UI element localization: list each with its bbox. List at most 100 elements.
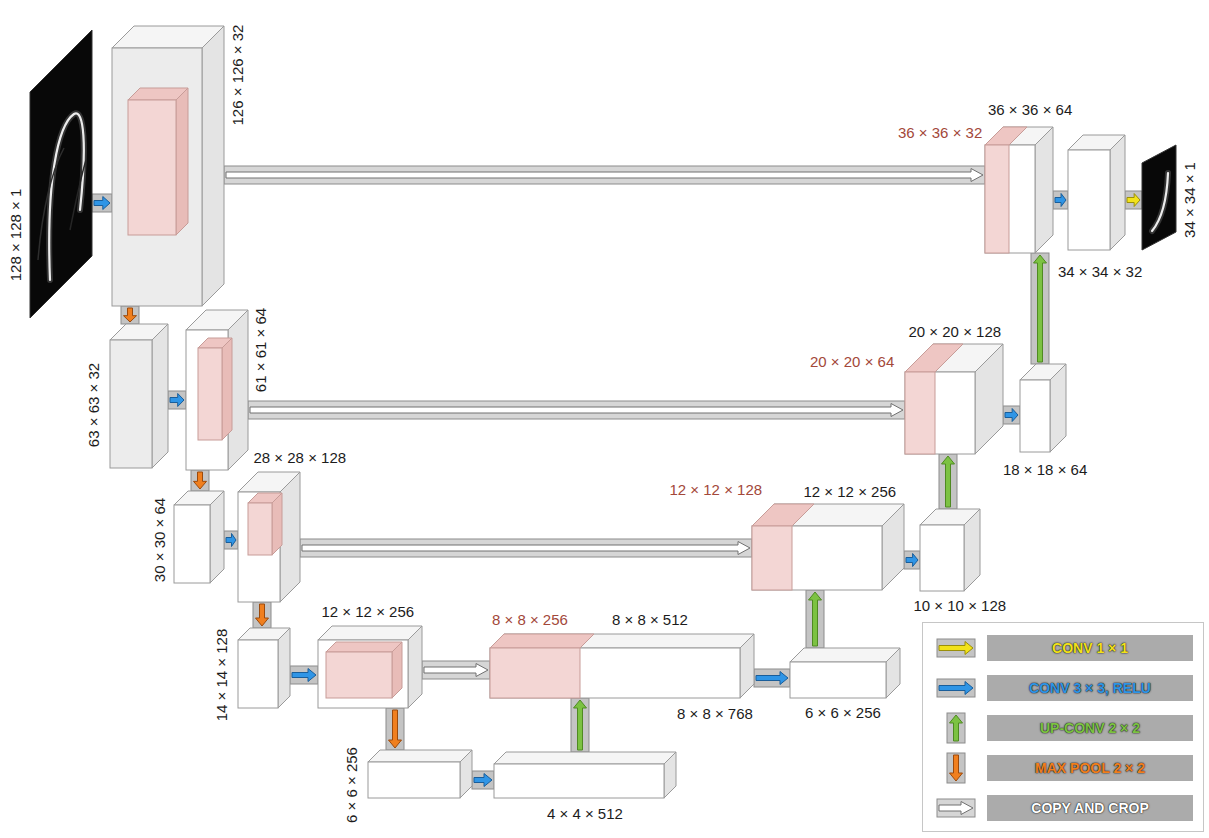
crop-side — [176, 88, 188, 235]
feature-map: 10 × 10 × 128 — [920, 509, 980, 591]
node-shape — [1068, 135, 1125, 250]
block-front — [368, 762, 460, 798]
maxpool-arrow-head — [194, 472, 207, 489]
block-front — [985, 145, 1035, 253]
dimension-label: 10 × 10 × 128 — [914, 597, 1007, 615]
crop-front — [490, 648, 580, 698]
dimension-label: 36 × 36 × 32 — [898, 124, 982, 142]
block-side — [460, 750, 472, 798]
feature-map: 28 × 28 × 128 — [238, 472, 300, 602]
crop-side — [392, 642, 402, 698]
conv-arrow-pipe — [168, 391, 186, 409]
copy-crop-arrow-head — [250, 404, 903, 417]
node-shape — [790, 648, 900, 698]
feature-map: 34 × 34 × 32 — [1068, 135, 1125, 250]
conv-arrow-head — [292, 669, 316, 682]
image-noise — [70, 160, 86, 230]
legend-sample-head — [939, 682, 973, 695]
upconv-arrow-pipe — [571, 698, 589, 752]
crop-top — [490, 634, 594, 648]
feature-map: 30 × 30 × 64 — [174, 491, 224, 583]
conv-arrow-head — [94, 197, 110, 210]
block-side — [886, 648, 900, 698]
block-side — [152, 324, 168, 468]
crop-top — [985, 127, 1027, 145]
conv-arrow-pipe — [224, 531, 238, 549]
conv-arrow — [290, 666, 318, 684]
node-shape — [318, 626, 422, 708]
conv-arrow — [224, 531, 238, 549]
node-shape — [30, 30, 92, 318]
maxpool-arrow — [191, 470, 209, 491]
legend-label: MAX POOL 2 × 2 — [987, 755, 1193, 781]
legend-sample — [937, 799, 975, 817]
block-front — [1020, 380, 1050, 452]
block-side — [280, 472, 300, 602]
node-shape — [110, 324, 168, 468]
dimension-label: 8 × 8 × 256 — [492, 611, 568, 629]
conv-arrow-head — [474, 774, 492, 787]
image-glow — [49, 113, 84, 280]
block-side — [1035, 127, 1053, 253]
legend-label: COPY AND CROP — [987, 795, 1193, 821]
image-contour — [1152, 173, 1168, 231]
copy-crop-arrow — [248, 401, 905, 419]
maxpool-arrow-head — [256, 604, 269, 626]
legend-sample-head — [950, 755, 963, 781]
output-image: 34 × 34 × 1 — [1142, 145, 1176, 250]
block-front — [1068, 150, 1110, 250]
crop-side — [222, 338, 232, 440]
feature-map: 12 × 12 × 256 — [318, 626, 422, 708]
dimension-label: 28 × 28 × 128 — [254, 449, 347, 467]
block-side — [1110, 135, 1125, 250]
dimension-label: 18 × 18 × 64 — [1003, 461, 1087, 479]
feature-map: 126 × 126 × 32 — [112, 26, 224, 306]
dimension-label: 4 × 4 × 512 — [547, 805, 623, 823]
conv1x1-arrow-head — [1127, 194, 1140, 207]
legend-sample — [947, 753, 965, 783]
conv1x1-arrow-pipe — [1125, 191, 1142, 209]
crop-front — [198, 348, 222, 440]
conv-arrow-pipe — [904, 551, 920, 569]
node-shape — [905, 344, 963, 454]
crop-front — [985, 145, 1009, 253]
upconv-arrow — [1031, 253, 1049, 364]
node-shape — [494, 752, 676, 798]
node-shape — [920, 509, 980, 591]
maxpool-arrow — [253, 602, 271, 628]
conv-arrow-head — [1005, 409, 1018, 422]
upconv-arrow-head — [574, 700, 587, 750]
conv-arrow-pipe — [290, 666, 318, 684]
block-front — [790, 662, 886, 698]
block-front — [494, 764, 664, 798]
node-shape — [238, 628, 290, 708]
image-noise — [38, 148, 64, 260]
legend-sample — [937, 679, 975, 697]
block-top — [494, 752, 676, 764]
copy-crop-arrow-head — [424, 664, 488, 677]
legend-sample-pipe — [937, 679, 975, 697]
legend-sample-pipe — [937, 639, 975, 657]
crop-top — [326, 642, 402, 652]
block-front — [174, 505, 210, 583]
crop-front — [752, 526, 792, 590]
conv-arrow-head — [170, 394, 184, 407]
legend-sample-pipe — [947, 713, 965, 743]
block-side — [278, 628, 290, 708]
maxpool-arrow-pipe — [253, 602, 271, 628]
node-shape — [752, 504, 814, 590]
upconv-arrow-pipe — [1031, 253, 1049, 364]
node-shape — [112, 26, 224, 306]
dimension-label: 61 × 61 × 64 — [252, 308, 270, 392]
node-shape — [238, 472, 300, 602]
maxpool-arrow — [121, 306, 139, 324]
block-front — [752, 526, 882, 590]
maxpool-arrow-pipe — [191, 470, 209, 491]
legend-sample-head — [939, 802, 973, 815]
legend-sample-pipe — [947, 753, 965, 783]
conv-arrow-head — [1055, 194, 1066, 207]
block-front — [318, 640, 408, 708]
conv-arrow-pipe — [1003, 406, 1020, 424]
dimension-label: 128 × 128 × 1 — [7, 189, 25, 282]
cropped-feature-map: 12 × 12 × 128 — [752, 504, 814, 590]
